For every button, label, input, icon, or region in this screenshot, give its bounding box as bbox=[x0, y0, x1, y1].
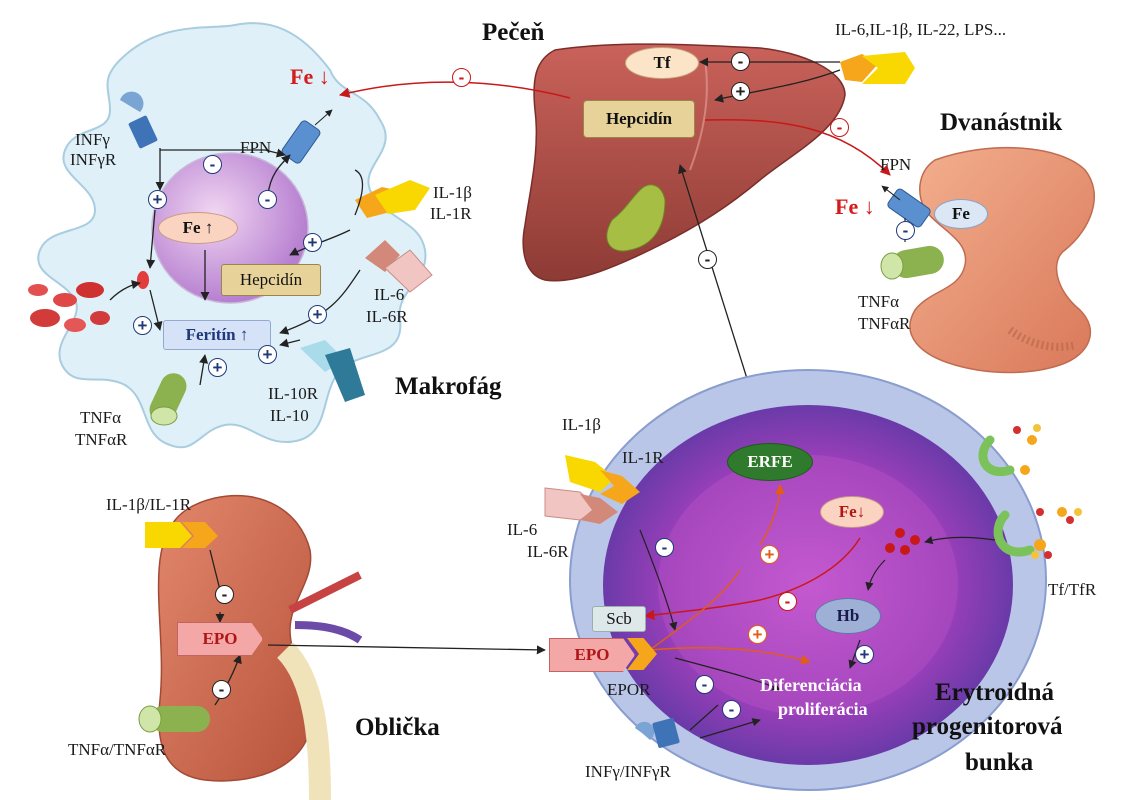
liver-arrows bbox=[699, 57, 841, 103]
tnfar-label-duodenum: TNFαR bbox=[858, 314, 911, 333]
erythroid-minus-scb: - bbox=[778, 592, 797, 611]
il10-label: IL-10 bbox=[270, 406, 309, 425]
infgr-label: INFγR bbox=[70, 150, 117, 169]
red-blood-cells bbox=[28, 271, 149, 332]
kidney-arrows bbox=[209, 549, 546, 706]
hepcidin-box-liver: Hepcidín bbox=[583, 100, 695, 138]
kidney-tnf-label: TNFα/TNFαR bbox=[68, 740, 167, 759]
erythroid-red-arrows bbox=[643, 537, 861, 621]
erythroid-label-2: progenitorová bbox=[912, 713, 1063, 740]
hb-box: Hb bbox=[815, 598, 881, 634]
duodenum-fe-down: Fe ↓ bbox=[835, 194, 875, 219]
macrophage-plus-tnf: + bbox=[208, 358, 227, 377]
liver-organ bbox=[522, 43, 846, 282]
kidney-minus-tnf: - bbox=[212, 680, 231, 699]
macrophage-minus-nucleus: - bbox=[258, 190, 277, 209]
erythroid-label-1: Erytroidná bbox=[935, 679, 1054, 706]
erythroid-orange-arrows bbox=[649, 484, 811, 665]
il6r-label-macrophage: IL-6R bbox=[366, 307, 408, 326]
tnfa-label-macrophage: TNFα bbox=[80, 408, 122, 427]
erythroid-epo: EPO bbox=[549, 638, 635, 672]
transferrin-box: Tf bbox=[625, 47, 699, 79]
duodenum-label: Dvanástnik bbox=[940, 109, 1063, 136]
macrophage-minus-fpn: - bbox=[203, 155, 222, 174]
duodenum-fe: Fe bbox=[934, 199, 988, 229]
tnf-receptor-duodenum bbox=[880, 245, 944, 280]
macrophage-plus-il10: + bbox=[258, 345, 277, 364]
erythroid-il1r-label: IL-1R bbox=[622, 448, 664, 467]
il1r-label-macrophage: IL-1R bbox=[430, 204, 472, 223]
fpn-label-macrophage: FPN bbox=[240, 138, 272, 157]
tnfa-label-duodenum: TNFα bbox=[858, 292, 900, 311]
erythroid-minus-il: - bbox=[655, 538, 674, 557]
kidney-vessels bbox=[276, 571, 363, 800]
erythroid-minus-infg-1: - bbox=[695, 675, 714, 694]
erfe-hepcidin-minus: - bbox=[698, 250, 717, 269]
macrophage-fe-up: Fe ↑ bbox=[158, 212, 238, 244]
erythroid-minus-infg-2: - bbox=[722, 700, 741, 719]
tf-tfr-label: Tf/TfR bbox=[1048, 580, 1097, 599]
macrophage-plus-infg: + bbox=[148, 190, 167, 209]
erythroid-infg-receptor bbox=[635, 718, 680, 748]
epor-label: EPOR bbox=[607, 680, 651, 699]
il6-receptor-macrophage bbox=[365, 240, 433, 293]
kidney-il1-label: IL-1β/IL-1R bbox=[106, 495, 192, 514]
macrophage-label: Makrofág bbox=[395, 373, 502, 400]
tnf-receptor-macrophage bbox=[149, 373, 187, 426]
infg-label: INFγ bbox=[75, 130, 110, 149]
kidney-minus-il1: - bbox=[215, 585, 234, 604]
feritin-box: Feritín ↑ bbox=[163, 320, 271, 350]
tnfar-label-macrophage: TNFαR bbox=[75, 430, 128, 449]
hepcidin-duodenum-minus: - bbox=[830, 118, 849, 137]
liver-receptor bbox=[840, 52, 915, 84]
erythroid-plus-diff: + bbox=[748, 625, 767, 644]
liver-plus-sign: + bbox=[731, 82, 750, 101]
liver-minus-sign: - bbox=[731, 52, 750, 71]
kidney-label: Oblička bbox=[355, 714, 440, 741]
liver-inflammation-label: IL-6,IL-1β, IL-22, LPS... bbox=[835, 20, 1007, 39]
il1b-label-macrophage: IL-1β bbox=[433, 183, 472, 202]
iron-particles bbox=[885, 424, 1082, 559]
fpn-label-duodenum: FPN bbox=[880, 155, 912, 174]
duodenum-minus: - bbox=[896, 221, 915, 240]
kidney-il1-receptor bbox=[145, 522, 218, 548]
erythroid-il6-receptor bbox=[544, 487, 618, 524]
macrophage-plus-rbc: + bbox=[133, 316, 152, 335]
differentiation-label: Diferenciácia bbox=[760, 675, 862, 695]
liver-label: Pečeň bbox=[482, 19, 545, 46]
infg-receptor bbox=[120, 91, 158, 149]
erythroid-label-3: bunka bbox=[965, 749, 1034, 776]
duodenum-fpn-arrow bbox=[881, 185, 901, 201]
il10r-label: IL-10R bbox=[268, 384, 319, 403]
erythroid-infg-label: INFγ/INFγR bbox=[585, 762, 671, 781]
erythroid-il1b-label: IL-1β bbox=[562, 415, 601, 434]
macrophage-plus-hepcidin: + bbox=[303, 233, 322, 252]
erythroid-il1-receptor bbox=[565, 455, 640, 504]
hepcidin-macrophage-minus: - bbox=[452, 68, 471, 87]
hepcidin-box-macrophage: Hepcidín bbox=[221, 264, 321, 296]
erythroid-plus-erfe: + bbox=[760, 545, 779, 564]
macrophage-plus-il6: + bbox=[308, 305, 327, 324]
il6-label-macrophage: IL-6 bbox=[374, 285, 405, 304]
erfe-box: ERFE bbox=[727, 443, 813, 481]
hepcidin-to-duodenum-arrow bbox=[704, 118, 891, 176]
scb-box: Scb bbox=[592, 606, 646, 632]
erythroid-arrows bbox=[639, 529, 996, 739]
transferrin-receptors bbox=[978, 435, 1035, 557]
il10-receptor-macrophage bbox=[300, 340, 365, 402]
il1-receptor-macrophage bbox=[355, 180, 430, 218]
erythroid-il6r-label: IL-6R bbox=[527, 542, 569, 561]
erythroid-il6-label: IL-6 bbox=[507, 520, 538, 539]
kidney-epo: EPO bbox=[177, 622, 263, 656]
kidney-tnf-receptor bbox=[138, 705, 210, 733]
gallbladder bbox=[606, 184, 666, 252]
erythroid-cell bbox=[569, 369, 1047, 791]
macrophage-fe-down: Fe ↓ bbox=[290, 64, 330, 89]
proliferation-label: proliferácia bbox=[778, 699, 868, 719]
erythroid-plus-hb: + bbox=[855, 645, 874, 664]
fpn-export-arrow bbox=[314, 109, 333, 126]
erythroid-fe-down: Fe↓ bbox=[820, 496, 884, 528]
